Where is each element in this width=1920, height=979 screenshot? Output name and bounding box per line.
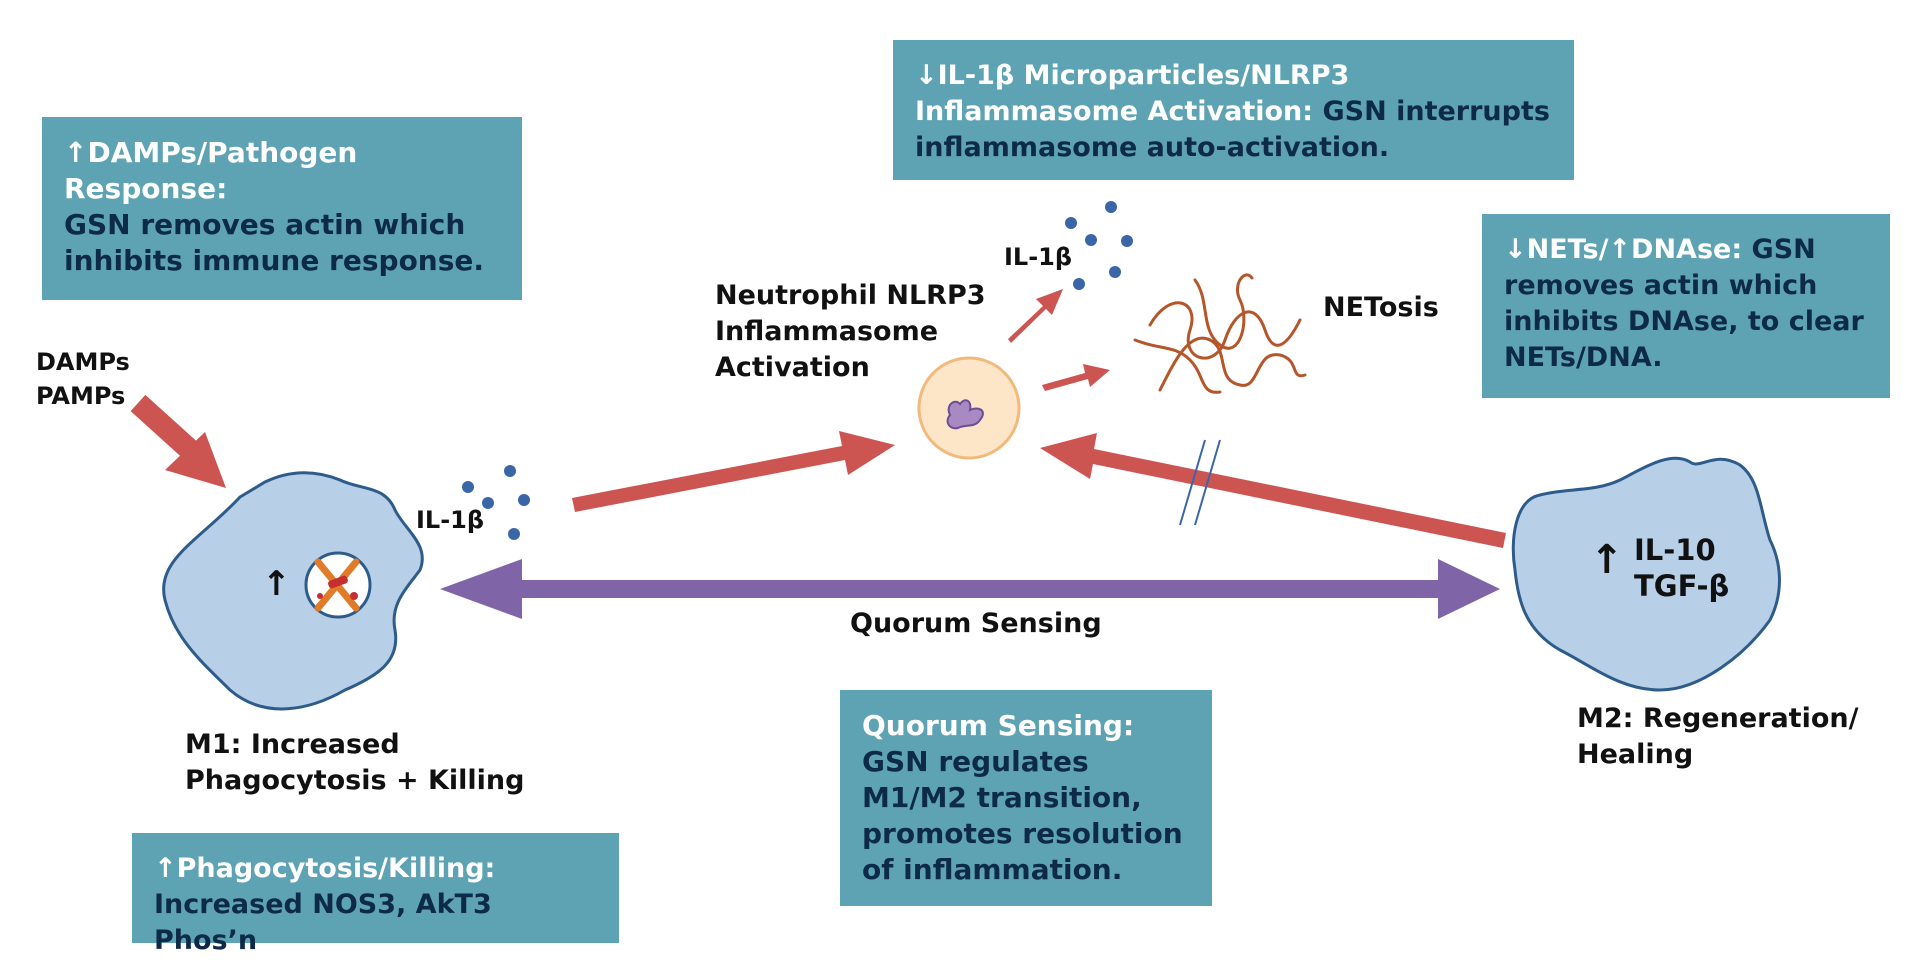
m1-up-arrow-icon: ↑: [262, 564, 291, 604]
neutrophil-label-line1: Neutrophil NLRP3: [715, 280, 986, 311]
m2-to-neutrophil-arrow: [1040, 433, 1506, 548]
netosis-label: NETosis: [1323, 292, 1439, 323]
il1b-box-body: GSN interrupts inflammasome auto-activat…: [915, 96, 1550, 163]
phago-box-head: ↑Phagocytosis/Killing:: [154, 853, 496, 884]
damps-box-title-line2: Response:: [64, 172, 228, 205]
m1-label-line1: M1: Increased: [185, 729, 400, 760]
damps-box-title-line1: ↑DAMPs/Pathogen: [64, 136, 358, 169]
m2-label-line1: M2: Regeneration/: [1577, 703, 1859, 734]
neutrophil-to-il1b-arrow: [1008, 289, 1063, 343]
il1b-dots-top: [1065, 201, 1133, 290]
il1b-info-box: ↓IL-1β Microparticles/NLRP3 Inflammasome…: [893, 40, 1574, 180]
m2-label-line2: Healing: [1577, 739, 1694, 770]
m1-to-neutrophil-arrow: [572, 431, 895, 512]
quorum-box-body: GSN regulates M1/M2 transition, promotes…: [862, 745, 1183, 886]
damps-box-body: GSN removes actin which inhibits immune …: [64, 208, 485, 277]
il1b-top-label: IL-1β: [1004, 243, 1073, 271]
m2-il10-label: IL-10: [1634, 533, 1716, 567]
neutrophil-label-line2: Inflammasome: [715, 316, 939, 347]
damps-arrow: [130, 394, 198, 459]
quorum-box-head: Quorum Sensing:: [862, 709, 1135, 742]
m2-label: M2: Regeneration/ Healing: [1577, 701, 1858, 773]
quorum-sensing-label: Quorum Sensing: [850, 608, 1102, 639]
bacteria-icon: [317, 575, 358, 600]
phagocytosis-info-box: ↑Phagocytosis/Killing: Increased NOS3, A…: [132, 833, 619, 956]
quorum-sensing-arrow: [440, 559, 1500, 619]
m2-markers: IL-10 TGF-β: [1634, 532, 1729, 604]
m1-label-line2: Phagocytosis + Killing: [185, 765, 525, 796]
m2-macrophage-cell: [1511, 456, 1781, 692]
neutrophil-nucleus: [946, 399, 984, 430]
neutrophil-label-line3: Activation: [715, 352, 870, 383]
damps-label-line1: DAMPs: [36, 348, 130, 376]
damps-label: DAMPs PAMPs: [36, 345, 130, 413]
inhibition-marks-icon: [1179, 439, 1221, 526]
quorum-info-box: Quorum Sensing: GSN regulates M1/M2 tran…: [840, 690, 1212, 906]
nets-info-box: ↓NETs/↑DNAse: GSN removes actin which in…: [1482, 214, 1890, 398]
phago-box-body: Increased NOS3, AkT3 Phos’n: [154, 889, 492, 956]
il1b-box-head: ↓IL-1β Microparticles/NLRP3 Inflammasome…: [915, 60, 1350, 127]
m2-up-arrow-icon: ↑: [1590, 537, 1624, 583]
m1-macrophage-cell: [162, 471, 424, 711]
damps-label-line2: PAMPs: [36, 382, 126, 410]
nets-box-body: GSN removes actin which inhibits DNAse, …: [1504, 234, 1864, 373]
net-fibers-icon: [1133, 273, 1307, 394]
m2-tgfb-label: TGF-β: [1634, 569, 1730, 603]
neutrophil-to-netosis-arrow: [1042, 364, 1110, 391]
m1-label: M1: Increased Phagocytosis + Killing: [185, 727, 524, 799]
damps-arrowhead: [165, 432, 226, 488]
nets-box-head: ↓NETs/↑DNAse:: [1504, 234, 1743, 265]
neutrophil-label: Neutrophil NLRP3 Inflammasome Activation: [715, 278, 986, 386]
il1b-dots-left: [462, 465, 530, 540]
damps-info-box: ↑DAMPs/Pathogen Response: GSN removes ac…: [42, 117, 522, 300]
il1b-left-label: IL-1β: [416, 506, 485, 534]
